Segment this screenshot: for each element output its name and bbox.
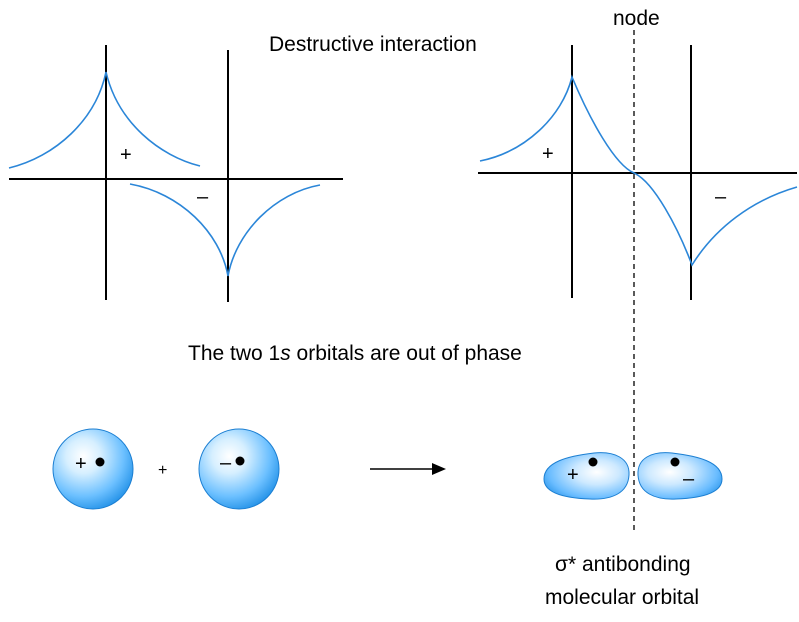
left-minus-sign: –	[197, 186, 209, 208]
antibonding-right-nucleus	[670, 457, 680, 467]
antibonding-lobe-left	[543, 452, 630, 500]
orbital-a-sphere	[52, 428, 134, 510]
antibonding-left-nucleus	[588, 457, 598, 467]
antibonding-lobe-right	[637, 452, 723, 500]
left-graph: + –	[8, 45, 343, 302]
phase-label: The two 1s orbitals are out of phase	[188, 342, 522, 365]
result-label-line2: molecular orbital	[545, 586, 699, 609]
right-graph: + –	[478, 45, 798, 300]
antibonding-right-sign: –	[683, 468, 695, 490]
orbital-b-nucleus	[235, 456, 245, 466]
right-arrow-icon	[370, 463, 446, 475]
orbital-a: +	[52, 428, 134, 510]
antibonding-left-sign: +	[567, 464, 579, 486]
phase-text-before: The two 1	[188, 342, 280, 365]
phase-text-italic: s	[280, 342, 291, 365]
orbital-a-nucleus	[95, 457, 105, 467]
combine-plus-sign: +	[158, 462, 167, 479]
phase-text-after: orbitals are out of phase	[291, 342, 522, 365]
result-label-line1: σ* antibonding	[555, 553, 691, 576]
orbital-a-sign: +	[75, 453, 87, 475]
orbital-b-sign: –	[220, 452, 232, 474]
left-wave-positive	[8, 71, 201, 169]
orbital-b: –	[198, 428, 280, 510]
right-plus-sign: +	[542, 143, 554, 165]
left-plus-sign: +	[120, 144, 132, 166]
antibonding-orbital: + –	[543, 452, 723, 500]
left-wave-negative	[129, 183, 321, 277]
orbital-b-sphere	[198, 428, 280, 510]
node-label: node	[613, 7, 660, 30]
title-label: Destructive interaction	[269, 33, 477, 56]
right-wave	[479, 74, 798, 267]
right-minus-sign: –	[715, 186, 727, 208]
